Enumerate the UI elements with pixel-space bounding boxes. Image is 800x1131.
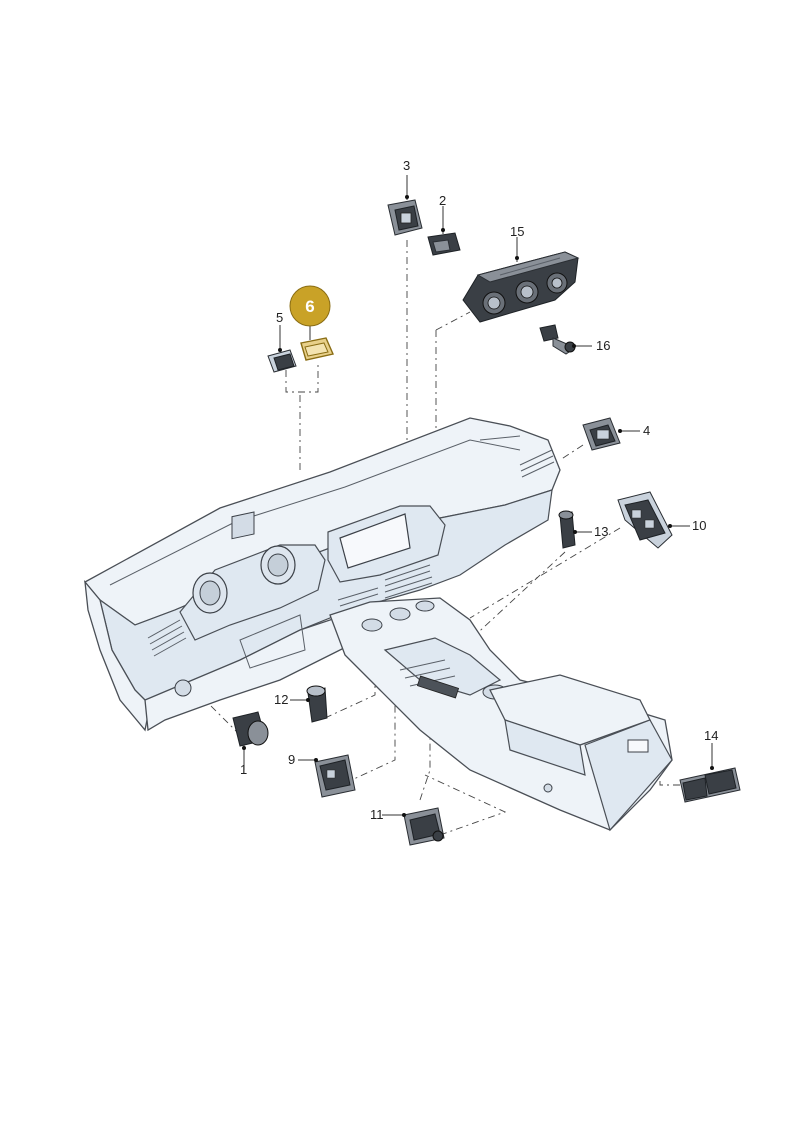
- callout-label-4: 4: [643, 423, 650, 438]
- part-10-window-switch[interactable]: [617, 491, 673, 549]
- highlight-badge-part-6[interactable]: 6: [289, 285, 331, 327]
- dashboard-assembly: [83, 417, 561, 732]
- callout-label-13: 13: [594, 524, 608, 539]
- callout-label-3: 3: [403, 158, 410, 173]
- part-1-start-button[interactable]: [232, 711, 269, 747]
- callout-label-1: 1: [240, 762, 247, 777]
- part-12-socket[interactable]: [306, 685, 328, 723]
- callout-label-16: 16: [596, 338, 610, 353]
- callout-label-12: 12: [274, 692, 288, 707]
- callout-label-11: 11: [370, 807, 384, 822]
- callout-label-9: 9: [288, 752, 295, 767]
- part-6-highlighted-component[interactable]: [300, 337, 334, 361]
- part-3-switch[interactable]: [387, 199, 423, 236]
- callout-label-14: 14: [704, 728, 718, 743]
- callout-label-2: 2: [439, 193, 446, 208]
- part-11-switch[interactable]: [403, 807, 445, 846]
- part-13-socket[interactable]: [558, 510, 576, 549]
- part-9-switch[interactable]: [314, 754, 356, 798]
- callout-label-5: 5: [276, 310, 283, 325]
- part-5-cover[interactable]: [267, 349, 297, 373]
- part-15-climate-control-panel[interactable]: [462, 251, 580, 323]
- part-16-clip[interactable]: [539, 324, 576, 355]
- leader-dots: [242, 195, 714, 817]
- callout-label-10: 10: [692, 518, 706, 533]
- callout-label-15: 15: [510, 224, 524, 239]
- part-4-switch[interactable]: [582, 417, 621, 451]
- part-2-connector[interactable]: [427, 232, 461, 256]
- leader-lines: [243, 175, 713, 816]
- highlight-badge-label: 6: [305, 297, 314, 316]
- part-14-switch[interactable]: [679, 767, 741, 803]
- assembly-dash-lines: [209, 240, 680, 836]
- center-console: [329, 597, 673, 832]
